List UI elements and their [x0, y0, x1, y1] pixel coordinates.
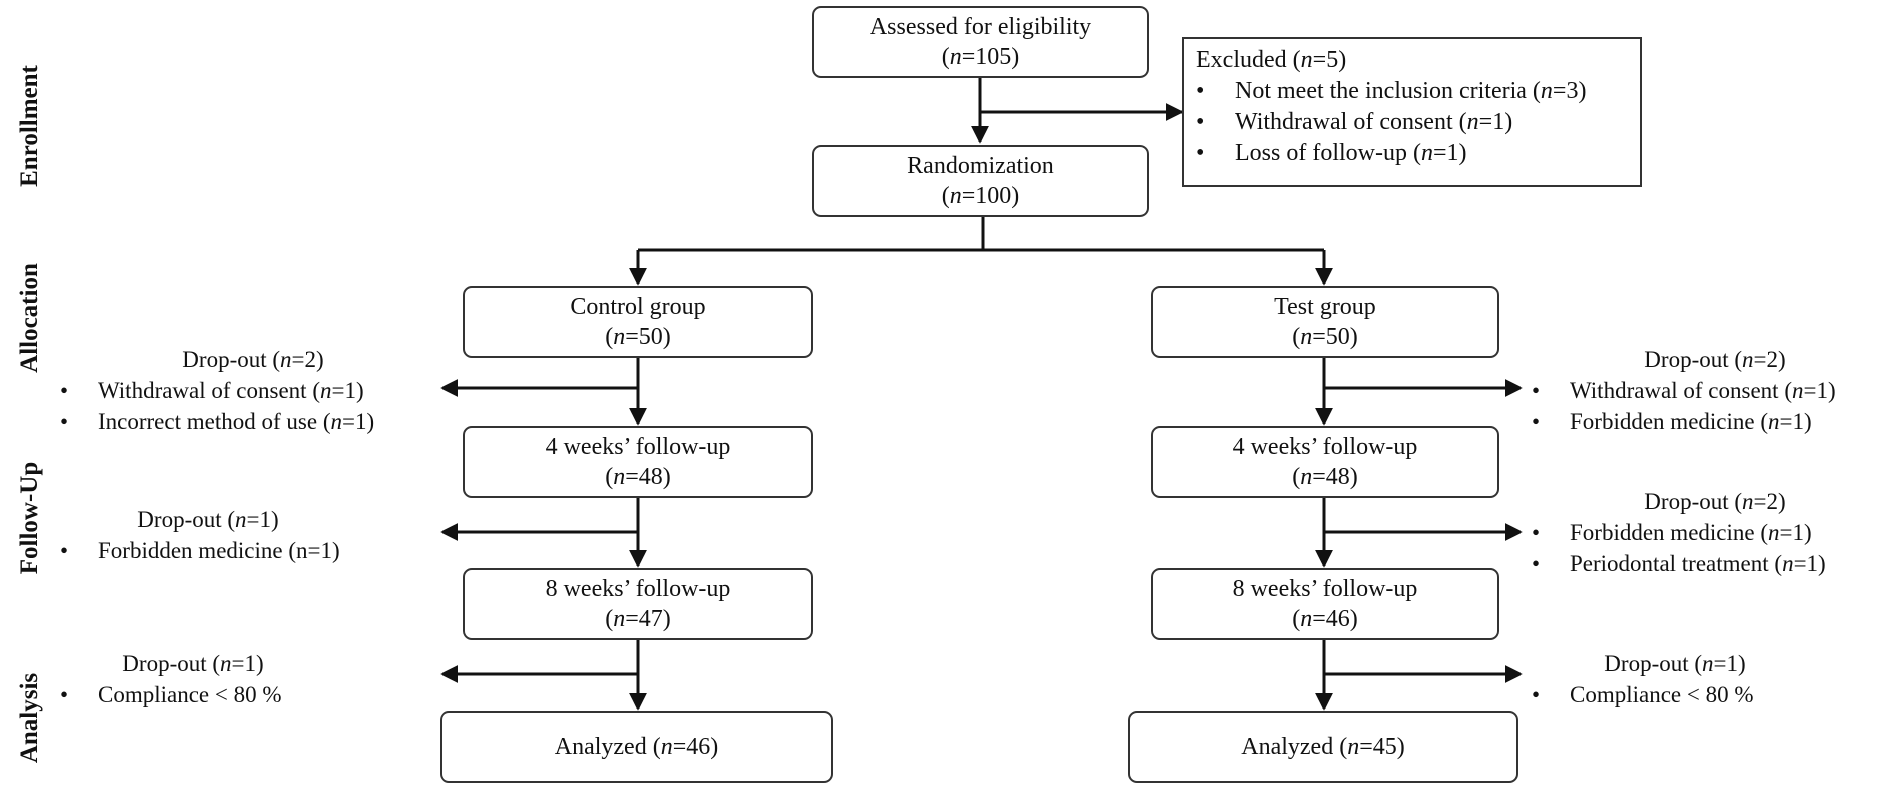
test-analyzed-label: Analyzed: [1241, 734, 1334, 760]
randomization-label: Randomization: [907, 153, 1054, 179]
control-week8-count-line: (n=47): [605, 606, 671, 632]
control-group-box: Control group (n=50): [463, 286, 813, 358]
test-dropout-3: Drop-out (n=1) Compliance < 80 %: [1530, 648, 1820, 710]
dropout-list: Forbidden medicine (n=1): [58, 535, 358, 566]
dropout-title-line: Drop-out (n=2): [182, 347, 324, 372]
dropout-list: Forbidden medicine (n=1) Periodontal tre…: [1530, 517, 1900, 579]
assessed-box: Assessed for eligibility (n=105): [812, 6, 1149, 78]
excluded-item: Not meet the inclusion criteria (n=3): [1196, 76, 1628, 107]
control-week4-box: 4 weeks’ follow-up (n=48): [463, 426, 813, 498]
dropout-item: Periodontal treatment (n=1): [1530, 548, 1900, 579]
test-week4-count-line: (n=48): [1292, 464, 1358, 490]
excluded-title: Excluded: [1196, 47, 1287, 73]
control-analyzed-label: Analyzed: [554, 734, 647, 760]
control-dropout-1: Drop-out (n=2) Withdrawal of consent (n=…: [58, 344, 448, 437]
randomization-box: Randomization (n=100): [812, 145, 1149, 217]
control-week4-label: 4 weeks’ follow-up: [545, 434, 731, 460]
randomization-count: 100: [975, 183, 1012, 209]
control-week8-box: 8 weeks’ follow-up (n=47): [463, 568, 813, 640]
test-analyzed-count: 45: [1372, 734, 1397, 760]
test-dropout-1: Drop-out (n=2) Withdrawal of consent (n=…: [1530, 344, 1900, 437]
dropout-title-line: Drop-out (n=2): [1644, 347, 1786, 372]
dropout-item: Withdrawal of consent (n=1): [1530, 375, 1900, 406]
excluded-title-line: Excluded (n=5): [1196, 47, 1347, 73]
stage-label-enrollment: Enrollment: [16, 65, 43, 187]
dropout-title-line: Drop-out (n=2): [1644, 489, 1786, 514]
dropout-title-line: Drop-out (n=1): [1604, 651, 1746, 676]
excluded-count: 5: [1326, 47, 1339, 73]
excluded-box: Excluded (n=5) Not meet the inclusion cr…: [1182, 37, 1642, 187]
test-week4-count: 48: [1325, 464, 1350, 490]
dropout-item: Compliance < 80 %: [58, 679, 328, 710]
dropout-item: Forbidden medicine (n=1): [1530, 406, 1900, 437]
excluded-list: Not meet the inclusion criteria (n=3) Wi…: [1196, 76, 1628, 169]
test-dropout-2: Drop-out (n=2) Forbidden medicine (n=1) …: [1530, 486, 1900, 579]
control-group-count: 50: [638, 324, 663, 350]
control-analyzed-count: 46: [686, 734, 711, 760]
assessed-label: Assessed for eligibility: [869, 14, 1092, 40]
test-group-count-line: (n=50): [1292, 324, 1358, 350]
dropout-item: Forbidden medicine (n=1): [58, 535, 358, 566]
test-week8-count: 46: [1325, 606, 1350, 632]
control-week8-count: 47: [638, 606, 663, 632]
control-group-label: Control group: [570, 294, 706, 320]
dropout-list: Compliance < 80 %: [58, 679, 328, 710]
control-dropout-2: Drop-out (n=1) Forbidden medicine (n=1): [58, 504, 358, 566]
test-week4-label: 4 weeks’ follow-up: [1232, 434, 1418, 460]
dropout-list: Compliance < 80 %: [1530, 679, 1820, 710]
stage-label-follow-up: Follow-Up: [16, 461, 43, 575]
excluded-item: Withdrawal of consent (n=1): [1196, 107, 1628, 138]
control-group-count-line: (n=50): [605, 324, 671, 350]
test-group-count: 50: [1325, 324, 1350, 350]
test-week8-box: 8 weeks’ follow-up (n=46): [1151, 568, 1499, 640]
stage-label-allocation: Allocation: [16, 263, 43, 373]
test-group-box: Test group (n=50): [1151, 286, 1499, 358]
control-analyzed-box: Analyzed (n=46): [440, 711, 833, 783]
dropout-item: Forbidden medicine (n=1): [1530, 517, 1900, 548]
assessed-count: 105: [975, 44, 1012, 70]
control-analyzed-line: Analyzed (n=46): [554, 734, 719, 760]
excluded-item: Loss of follow-up (n=1): [1196, 138, 1628, 169]
test-analyzed-box: Analyzed (n=45): [1128, 711, 1518, 783]
test-analyzed-line: Analyzed (n=45): [1241, 734, 1405, 760]
assessed-count-line: (n=105): [941, 44, 1020, 70]
dropout-list: Withdrawal of consent (n=1) Incorrect me…: [58, 375, 448, 437]
test-week8-count-line: (n=46): [1292, 606, 1358, 632]
dropout-item: Compliance < 80 %: [1530, 679, 1820, 710]
control-week8-label: 8 weeks’ follow-up: [545, 576, 731, 602]
dropout-item: Incorrect method of use (n=1): [58, 406, 448, 437]
control-week4-count: 48: [638, 464, 663, 490]
control-dropout-3: Drop-out (n=1) Compliance < 80 %: [58, 648, 328, 710]
randomization-count-line: (n=100): [941, 183, 1020, 209]
dropout-item: Withdrawal of consent (n=1): [58, 375, 448, 406]
test-week4-box: 4 weeks’ follow-up (n=48): [1151, 426, 1499, 498]
dropout-title-line: Drop-out (n=1): [137, 507, 279, 532]
test-group-label: Test group: [1274, 294, 1376, 320]
dropout-title-line: Drop-out (n=1): [122, 651, 264, 676]
dropout-list: Withdrawal of consent (n=1) Forbidden me…: [1530, 375, 1900, 437]
control-week4-count-line: (n=48): [605, 464, 671, 490]
stage-label-analysis: Analysis: [16, 672, 43, 764]
test-week8-label: 8 weeks’ follow-up: [1232, 576, 1418, 602]
